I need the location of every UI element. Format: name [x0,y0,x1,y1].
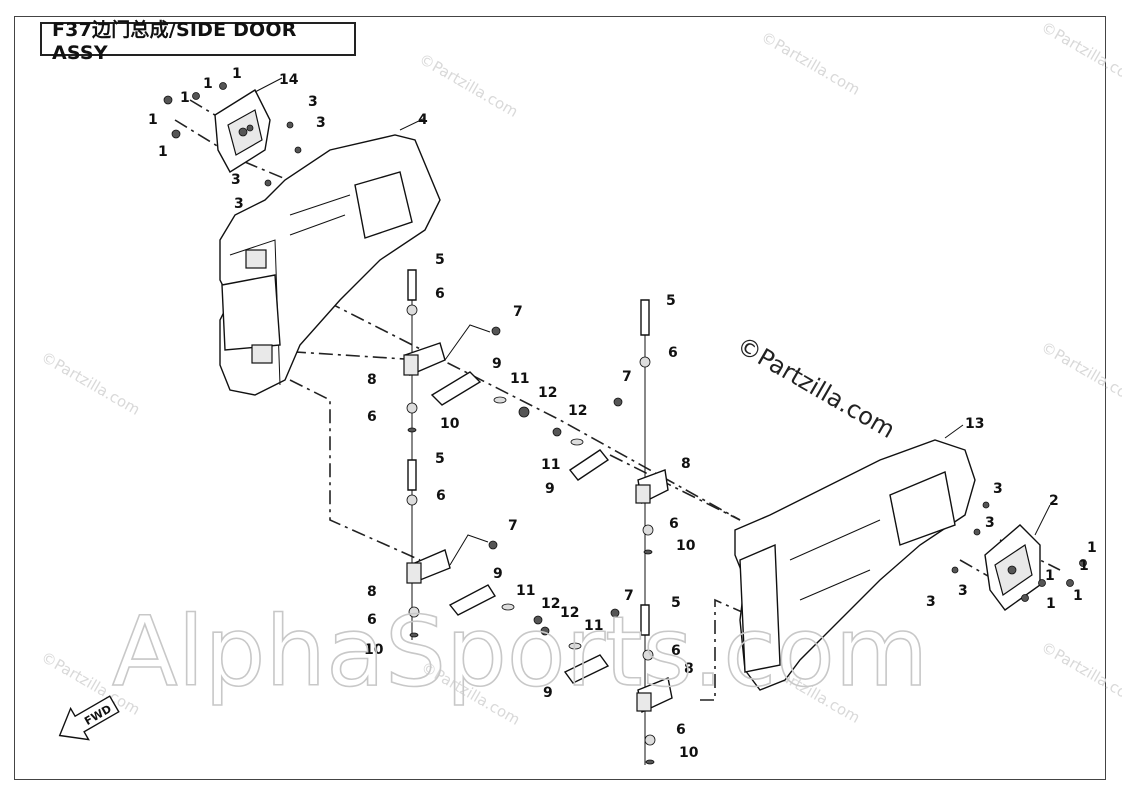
callout-1: 1 [1046,596,1056,612]
callout-8: 8 [367,372,377,388]
callout-3: 3 [316,115,326,131]
callout-1: 1 [1045,568,1055,584]
left-side-door [219,134,441,396]
callout-12: 12 [538,385,557,401]
callout-1: 1 [1079,558,1089,574]
callout-5: 5 [671,595,681,611]
callout-7: 7 [624,588,634,604]
callout-6: 6 [436,488,446,504]
callout-2: 2 [1049,493,1059,509]
callout-8: 8 [367,584,377,600]
leader-lines [254,77,1051,536]
callout-11: 11 [510,371,529,387]
callout-9: 9 [545,481,555,497]
callout-11: 11 [516,583,535,599]
watermark-text: ©Partzilla.com [416,50,521,121]
callout-10: 10 [676,538,696,554]
fasteners [163,82,1087,602]
callout-3: 3 [926,594,936,610]
watermark-text: ©Partzilla.com [1038,338,1122,409]
callout-6: 6 [676,722,686,738]
callout-6: 6 [668,345,678,361]
callout-1: 1 [1073,588,1083,604]
hinge-assembly-right-upper [552,299,669,555]
alphasports-watermark: AlphaSports.com [112,596,928,708]
callout-1: 1 [148,112,158,128]
watermark-text: ©Partzilla.com [38,348,143,419]
callout-3: 3 [958,583,968,599]
page-title: F37边门总成/SIDE DOOR ASSY [52,18,297,64]
hinge-assembly-left-lower [406,459,543,638]
title-box: F37边门总成/SIDE DOOR ASSY [40,19,356,64]
callout-5: 5 [435,252,445,268]
callout-6: 6 [367,409,377,425]
hinge-assembly-right-lower [540,604,673,765]
callout-1: 1 [180,90,190,106]
left-handle-bracket [214,88,271,173]
callout-1: 1 [203,76,213,92]
callout-10: 10 [440,416,460,432]
callout-12: 12 [568,403,587,419]
callout-4: 4 [418,112,428,128]
callout-10: 10 [364,642,384,658]
right-side-door [734,439,976,691]
callout-9: 9 [543,685,553,701]
callout-3: 3 [985,515,995,531]
callout-9: 9 [493,566,503,582]
callout-8: 8 [684,661,694,677]
partzilla-watermark: ©Partzilla.com [732,331,900,444]
callout-10: 10 [679,745,699,761]
callout-5: 5 [435,451,445,467]
callout-1: 1 [158,144,168,160]
callout-11: 11 [541,457,560,473]
callout-7: 7 [622,369,632,385]
callout-3: 3 [993,481,1003,497]
callout-3: 3 [231,172,241,188]
watermark-text: ©Partzilla.com [758,28,863,99]
callout-3: 3 [234,196,244,212]
callout-12: 12 [560,605,579,621]
hinge-assembly-left-upper [403,269,530,433]
callout-5: 5 [666,293,676,309]
callout-6: 6 [671,643,681,659]
callout-1: 1 [232,66,242,82]
callout-11: 11 [584,618,603,634]
callout-14: 14 [279,72,299,88]
callout-7: 7 [508,518,518,534]
watermark-text: ©Partzilla.com [1038,638,1122,709]
callout-1: 1 [1087,540,1097,556]
watermark-text: ©Partzilla.com [1038,18,1122,89]
callout-6: 6 [367,612,377,628]
callout-3: 3 [308,94,318,110]
callout-9: 9 [492,356,502,372]
callout-6: 6 [435,286,445,302]
callout-numbers: 1 1 1 1 1 14 3 3 3 3 4 5 6 7 8 9 11 12 6… [148,66,1097,761]
callout-7: 7 [513,304,523,320]
callout-12: 12 [541,596,560,612]
drawing-frame [14,16,1106,780]
callout-6: 6 [669,516,679,532]
callout-13: 13 [965,416,984,432]
right-handle-bracket [984,524,1041,611]
callout-8: 8 [681,456,691,472]
